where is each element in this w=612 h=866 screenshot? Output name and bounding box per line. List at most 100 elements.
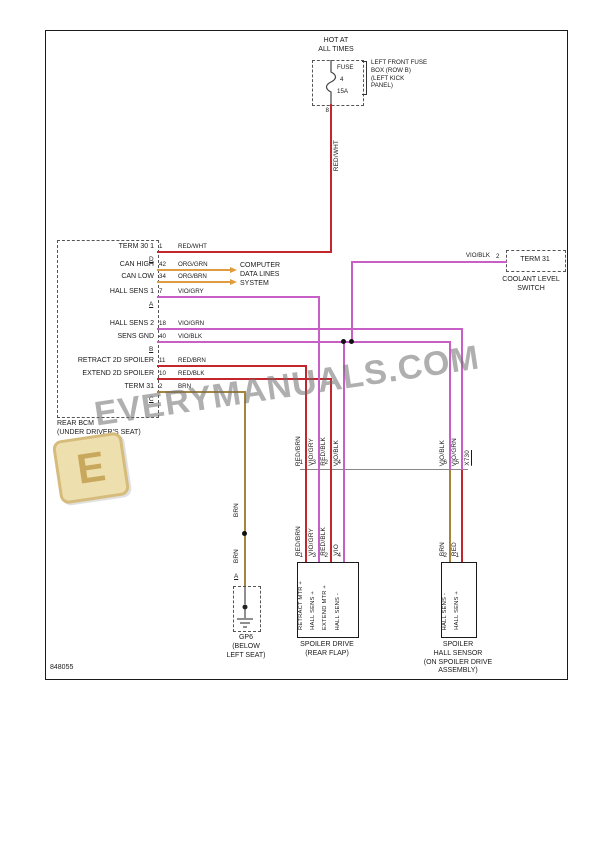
hall-terminal-label: HALL SENS + (454, 591, 460, 630)
bcm-terminal-label: SENS GND (117, 333, 154, 340)
bcm-pin: 10 (159, 370, 166, 377)
wire-hallsens1-vio-gry (157, 296, 320, 298)
component-pin: 1 (455, 552, 459, 559)
wire-can-low (157, 281, 230, 283)
spoiler-terminal-label: RETRACT MTR + (298, 580, 304, 630)
bcm-wire-color: BRN (178, 383, 192, 390)
bcm-pin: 2 (159, 383, 163, 390)
fuse-number: 4 (340, 76, 344, 83)
wire-color-label: BRN (233, 549, 240, 564)
bcm-connector-letter-b: B (149, 346, 154, 353)
fuse-rating: 15A (337, 88, 349, 95)
can-low-arrow-icon (230, 278, 237, 285)
component-pin: 1 (299, 552, 303, 559)
bcm-wire-color: RED/WHT (178, 243, 207, 250)
fuse-location-bracket (366, 61, 367, 95)
diagram-frame (45, 30, 568, 680)
bcm-pin: 42 (159, 261, 166, 268)
bcm-wire-color: ORG/BRN (178, 273, 207, 280)
rear-bcm-name: REAR BCM (UNDER DRIVER'S SEAT) (57, 420, 141, 436)
hall-sensor-name: SPOILER HALL SENSOR (ON SPOILER DRIVE AS… (423, 641, 493, 675)
wire-col2-upper (318, 297, 320, 470)
bcm-pin: 34 (159, 273, 166, 280)
spoiler-terminal-label: EXTEND MTR + (322, 584, 328, 630)
spoiler-drive-name: SPOILER DRIVE (REAR FLAP) (300, 641, 354, 657)
splice-dot (242, 531, 247, 536)
fuse-symbol-icon (325, 60, 337, 104)
wire-color-label: BRN (233, 503, 240, 518)
fuse-location-label: LEFT FRONT FUSE BOX (ROW B) (LEFT KICK P… (371, 59, 428, 90)
wire-term30-red-wht (157, 251, 332, 253)
spoiler-terminal-label: HALL SENS + (310, 591, 316, 630)
ground-connector-letter: A (234, 573, 239, 580)
bcm-wire-color: VIO/GRN (178, 320, 205, 327)
connector-pin: 4 (337, 459, 341, 466)
hall-sensor-box (441, 562, 477, 638)
connector-pin: 3 (312, 459, 316, 466)
component-pin: 2 (324, 552, 328, 559)
coolant-pin: 2 (496, 253, 500, 260)
wire-red-wht-vertical (330, 104, 332, 252)
bcm-wire-color: VIO/GRY (178, 288, 204, 295)
bcm-wire-color: RED/BLK (178, 370, 205, 377)
bcm-connector-letter-c: C (149, 396, 154, 403)
fuse-name: FUSE (337, 64, 354, 71)
coolant-switch-box (506, 250, 566, 272)
wire-coolant-horizontal (351, 261, 508, 263)
wire-can-high (157, 269, 230, 271)
fuse-location-bracket-tick-top (362, 61, 366, 62)
wire-col3-lower (330, 470, 332, 562)
coolant-wire-color: VIO/BLK (465, 252, 490, 259)
spoiler-drive-box (297, 562, 359, 638)
bcm-terminal-label: CAN LOW (121, 273, 154, 280)
connector-pin: 6 (443, 459, 447, 466)
wire-col1-lower (305, 470, 307, 562)
wire-col5-lower (449, 470, 451, 562)
wire-col2-lower (318, 470, 320, 562)
fuse-output-pin: 8 (325, 107, 329, 114)
wire-term31-brn (157, 391, 246, 393)
bcm-terminal-label: TERM 31 (124, 383, 154, 390)
wire-sensgnd-vio-blk (157, 341, 451, 343)
wire-hallsens2-vio-grn (157, 328, 463, 330)
bcm-pin: 7 (159, 288, 163, 295)
inline-connector-line (300, 469, 468, 470)
wire-ground-brn-vertical (244, 392, 246, 586)
bcm-terminal-label: RETRACT 2D SPOILER (77, 357, 154, 364)
bcm-terminal-label: HALL SENS 2 (109, 320, 154, 327)
splice-dot (349, 339, 354, 344)
inline-connector-id: X730 (464, 450, 471, 466)
fuse-location-bracket-tick-bottom (362, 94, 366, 95)
bcm-wire-color: ORG/GRN (178, 261, 208, 268)
component-pin: 2 (443, 552, 447, 559)
connector-pin: 1 (299, 459, 303, 466)
bcm-terminal-label: HALL SENS 1 (109, 288, 154, 295)
coolant-switch-name: COOLANT LEVEL SWITCH (502, 276, 560, 292)
wire-retract-red-brn (157, 365, 307, 367)
wire-col5-upper (449, 342, 451, 470)
component-pin: 4 (337, 552, 341, 559)
hall-terminal-label: HALL SENS - (442, 592, 448, 630)
bcm-terminal-label: TERM 30 1 (118, 243, 154, 250)
coolant-terminal-label: TERM 31 (520, 256, 550, 263)
wire-col6-lower (461, 470, 463, 562)
wire-col4-lower (343, 470, 345, 562)
ground-point-name: GP6 (BELOW LEFT SEAT) (226, 634, 266, 659)
connector-pin: 5 (455, 459, 459, 466)
wire-col4-upper (343, 342, 345, 470)
wire-coolant-vertical (351, 262, 353, 342)
everymanuals-logo-letter: E (73, 442, 109, 493)
bcm-pin: 11 (159, 357, 166, 364)
diagram-number: 848055 (50, 664, 74, 671)
bcm-connector-letter-a: A (149, 301, 154, 308)
spoiler-terminal-label: HALL SENS - (335, 592, 341, 630)
wire-red-wht-label: RED/WHT (333, 140, 340, 172)
ground-symbol-icon (237, 586, 253, 628)
ground-point-box (233, 586, 261, 632)
bcm-terminal-label: CAN HIGH (119, 261, 154, 268)
bcm-terminal-label: EXTEND 2D SPOILER (82, 370, 154, 377)
hot-at-all-times-label: HOT AT ALL TIMES (318, 37, 354, 53)
wire-extend-red-blk (157, 378, 332, 380)
can-high-arrow-icon (230, 266, 237, 273)
